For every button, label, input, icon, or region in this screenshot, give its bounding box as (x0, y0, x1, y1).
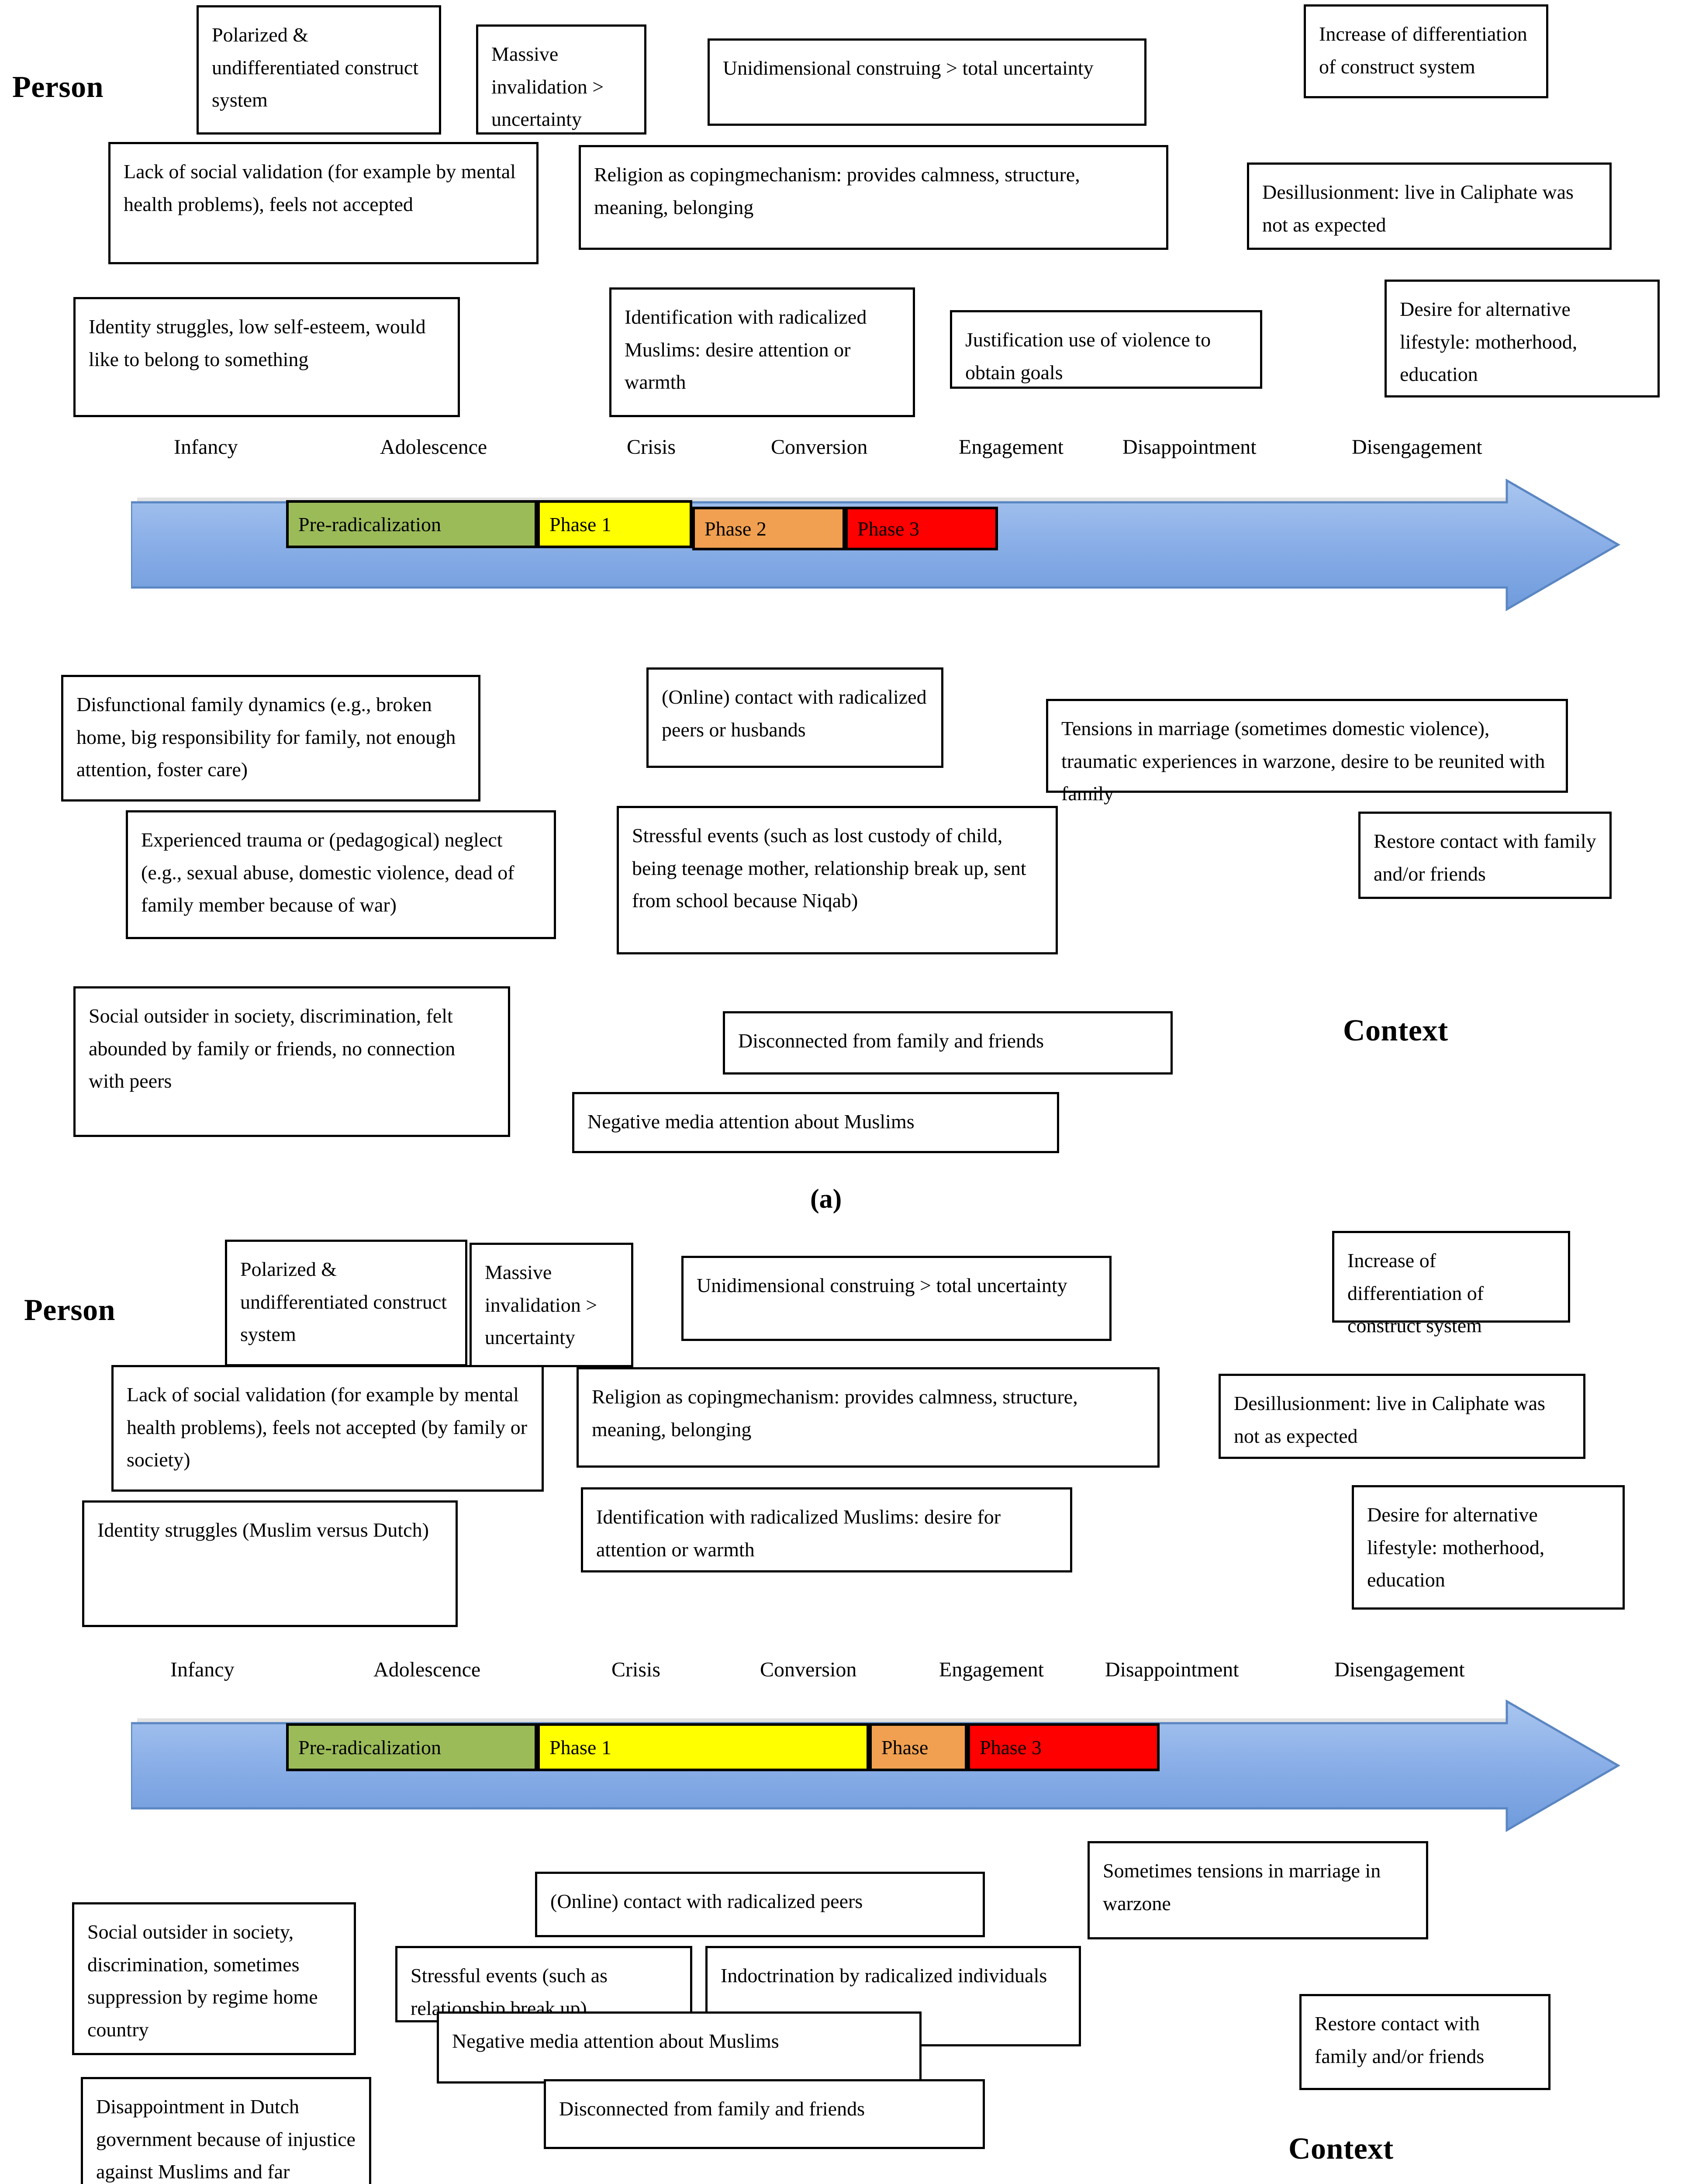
panel-a-stage-adolescence: Adolescence (380, 435, 487, 459)
panel-a-phase-3: Phase 3 (845, 507, 998, 550)
panel-b-context-box-social-outsider: Social outsider in society, discriminati… (72, 1902, 356, 2055)
panel-a-person-box-identification-radicalized: Identification with radicalized Muslims:… (609, 287, 915, 417)
panel-b-phase-label-2: Phase (881, 1736, 929, 1759)
panel-a-context-box-disfunctional-family: Disfunctional family dynamics (e.g., bro… (61, 675, 480, 802)
panel-a-person-box-massive-invalidation: Massive invalidation > uncertainty (476, 24, 646, 135)
panel-a-stage-infancy: Infancy (174, 435, 238, 459)
panel-b-phase-label-1: Phase 1 (549, 1736, 611, 1759)
panel-a-person-heading: Person (12, 70, 104, 104)
panel-b-stage-infancy: Infancy (170, 1658, 235, 1681)
panel-a-stage-disappointment: Disappointment (1122, 435, 1257, 459)
panel-b-context-box-restore-contact: Restore contact with family and/or frien… (1299, 1994, 1550, 2090)
panel-b-person-box-desire-alternative: Desire for alternative lifestyle: mother… (1352, 1485, 1625, 1610)
panel-a-stage-conversion: Conversion (771, 435, 868, 459)
panel-b-phase-label-0: Pre-radicalization (298, 1736, 441, 1759)
panel-a-context-box-experienced-trauma: Experienced trauma or (pedagogical) negl… (126, 810, 556, 939)
panel-b-phase-3: Phase 3 (967, 1723, 1160, 1771)
panel-a-person-box-increase-differentiation: Increase of differentiation of construct… (1304, 4, 1548, 98)
panel-a-person-box-justification-violence: Justification use of violence to obtain … (950, 310, 1262, 389)
panel-a-context-box-tensions-marriage: Tensions in marriage (sometimes domestic… (1046, 699, 1568, 805)
panel-b-stage-crisis: Crisis (611, 1658, 661, 1681)
panel-b-phase-pre-radicalization: Pre-radicalization (286, 1723, 537, 1771)
panel-b-stage-conversion: Conversion (760, 1658, 857, 1681)
panel-a-phase-label-3: Phase 3 (857, 517, 919, 540)
panel-a-person-box-identity-struggles: Identity struggles, low self-esteem, wou… (73, 297, 460, 417)
panel-b-context-box-stressful-events: Stressful events (such as relationship b… (395, 1946, 692, 2022)
panel-b-person-box-massive-invalidation: Massive invalidation > uncertainty (470, 1243, 633, 1367)
panel-b-phase-2: Phase (869, 1723, 967, 1771)
panel-a-person-box-polarized: Polarized & undifferentiated construct s… (197, 5, 441, 135)
panel-a-context-box-negative-media: Negative media attention about Muslims (572, 1092, 1059, 1153)
panel-a-person-box-unidimensional: Unidimensional construing > total uncert… (708, 38, 1146, 126)
panel-a-phase-label-2: Phase 2 (704, 517, 767, 540)
panel-a-stage-disengagement: Disengagement (1352, 435, 1482, 459)
panel-b-person-box-identity-struggles: Identity struggles (Muslim versus Dutch) (82, 1500, 458, 1627)
panel-a-context-heading: Context (1343, 1014, 1448, 1047)
panel-a-context-box-social-outsider: Social outsider in society, discriminati… (73, 986, 510, 1137)
panel-b-person-box-increase-differentiation: Increase of differentiation of construct… (1332, 1231, 1570, 1337)
panel-b-person-box-religion-coping: Religion as copingmechanism: provides ca… (577, 1367, 1160, 1468)
panel-a-context-box-online-contact: (Online) contact with radicalized peers … (646, 667, 943, 768)
panel-a-stage-crisis: Crisis (627, 435, 676, 459)
panel-b-stage-disengagement: Disengagement (1334, 1658, 1465, 1681)
panel-b-context-box-tensions-marriage: Sometimes tensions in marriage in warzon… (1088, 1841, 1428, 1939)
panel-a-person-box-religion-coping: Religion as copingmechanism: provides ca… (579, 145, 1168, 250)
panel-b-stage-engagement: Engagement (939, 1658, 1044, 1681)
panel-b-person-heading: Person (24, 1293, 116, 1327)
panel-b-stage-disappointment: Disappointment (1105, 1658, 1239, 1681)
panel-a-context-box-restore-contact: Restore contact with family and/or frien… (1358, 812, 1612, 899)
panel-b-context-box-online-contact: (Online) contact with radicalized peers (535, 1872, 985, 1937)
panel-b-person-box-lack-validation: Lack of social validation (for example b… (111, 1365, 544, 1492)
panel-a-stage-engagement: Engagement (959, 435, 1064, 459)
panel-a-phase-label-0: Pre-radicalization (298, 513, 441, 536)
panel-a-context-box-disconnected: Disconnected from family and friends (723, 1011, 1173, 1075)
panel-a-person-box-lack-validation: Lack of social validation (for example b… (108, 142, 539, 264)
panel-b-person-box-desillusionment: Desillusionment: live in Caliphate was n… (1219, 1374, 1585, 1459)
panel-b-context-box-disappointment-dutch: Disappointment in Dutch government becau… (81, 2077, 371, 2184)
panel-b-context-box-negative-media: Negative media attention about Muslims (437, 2011, 922, 2084)
panel-b-context-heading: Context (1288, 2132, 1394, 2166)
panel-a-person-box-desillusionment: Desillusionment: live in Caliphate was n… (1247, 162, 1612, 250)
panel-b-context-box-disconnected: Disconnected from family and friends (544, 2079, 985, 2149)
panel-b-stage-adolescence: Adolescence (373, 1658, 481, 1681)
panel-b-phase-1: Phase 1 (537, 1723, 869, 1771)
panel-a-phase-1: Phase 1 (537, 500, 692, 548)
panel-a-phase-2: Phase 2 (692, 507, 845, 550)
panel-a-person-box-desire-alternative: Desire for alternative lifestyle: mother… (1385, 280, 1660, 397)
panel-a-caption: (a) (810, 1184, 842, 1214)
panel-b-person-box-unidimensional: Unidimensional construing > total uncert… (681, 1256, 1112, 1341)
panel-b-phase-label-3: Phase 3 (980, 1736, 1042, 1759)
panel-a-context-box-stressful-events: Stressful events (such as lost custody o… (617, 806, 1058, 954)
panel-b-person-box-identification-radicalized: Identification with radicalized Muslims:… (581, 1487, 1072, 1572)
panel-b-person-box-polarized: Polarized & undifferentiated construct s… (225, 1240, 467, 1366)
panel-a-phase-label-1: Phase 1 (549, 513, 611, 536)
panel-a-phase-pre-radicalization: Pre-radicalization (286, 500, 537, 548)
